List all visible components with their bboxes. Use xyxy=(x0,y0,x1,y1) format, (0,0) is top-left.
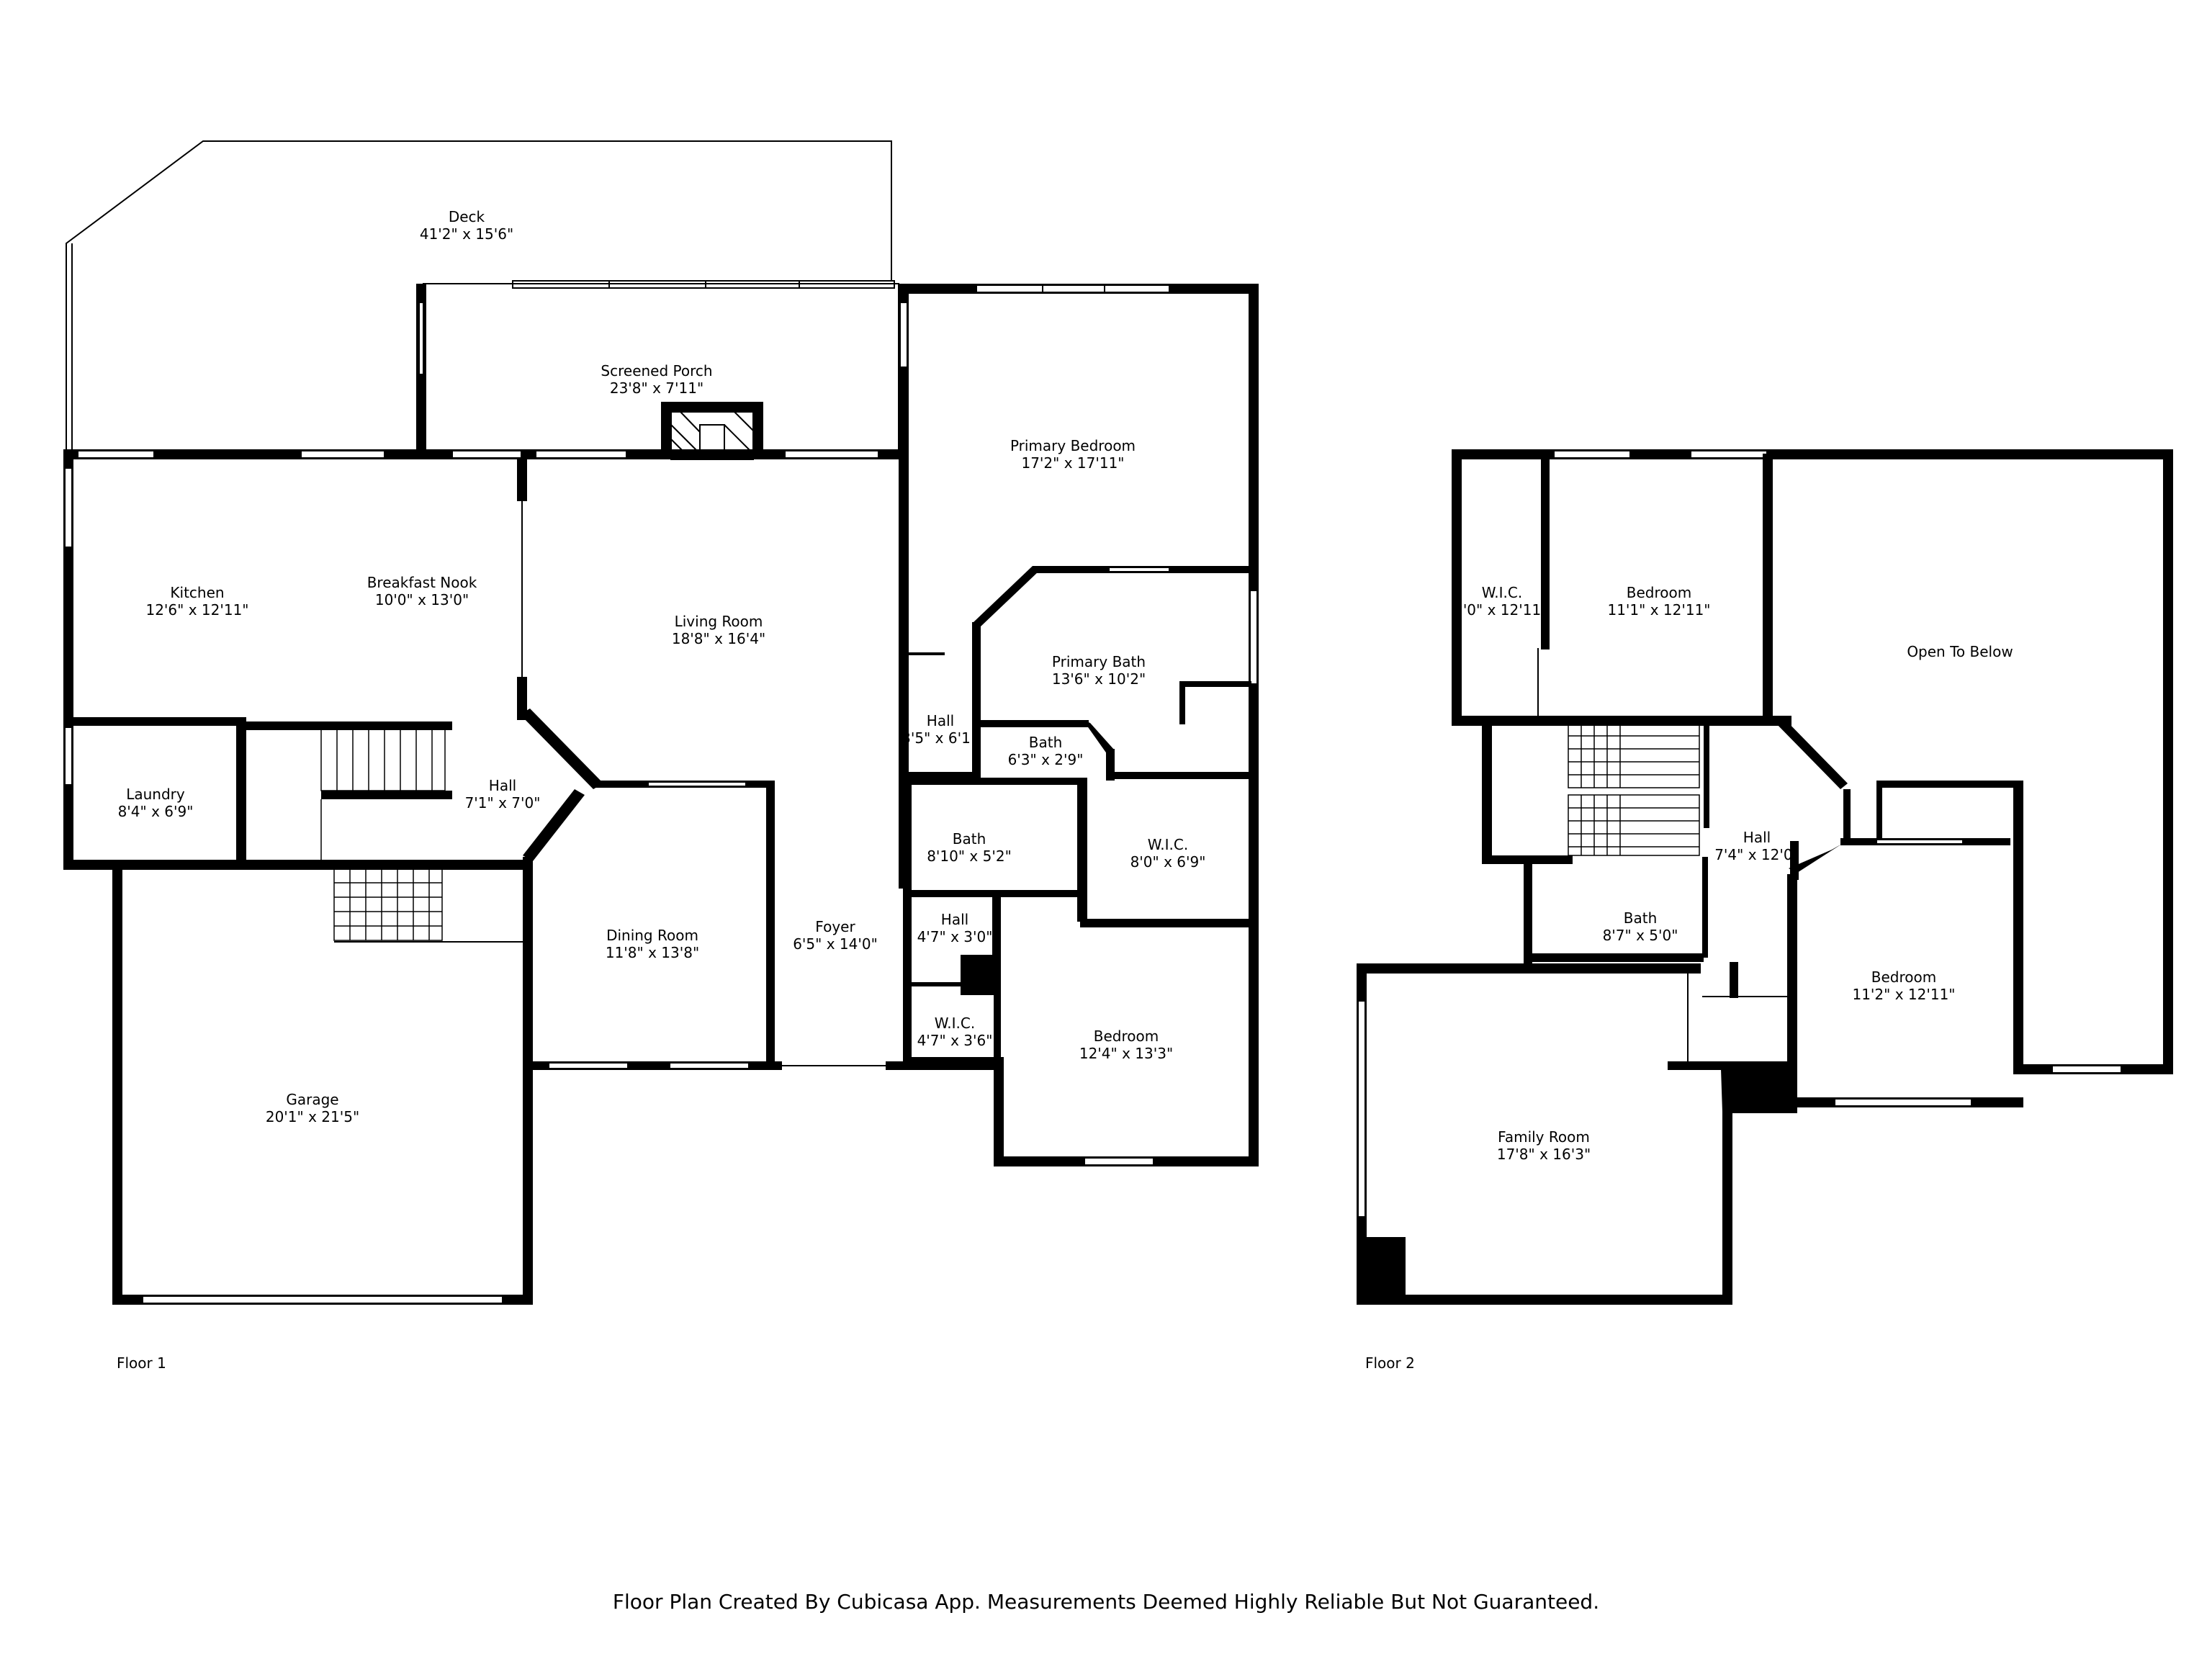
wic-f2-dims: '0" x 12'11 xyxy=(1463,601,1541,619)
breakfast-nook-name: Breakfast Nook xyxy=(367,574,477,591)
bath-small-dims: 6'3" x 2'9" xyxy=(1008,751,1084,768)
dining-room-dims: 11'8" x 13'8" xyxy=(606,944,699,961)
garage-name: Garage xyxy=(286,1091,338,1108)
floor-2-labels: W.I.C. '0" x 12'11 Bedroom 11'1" x 12'11… xyxy=(1365,584,2013,1372)
disclaimer-text: Floor Plan Created By Cubicasa App. Meas… xyxy=(613,1590,1599,1614)
breakfast-nook-dims: 10'0" x 13'0" xyxy=(375,591,469,608)
wic-main-dims: 8'0" x 6'9" xyxy=(1130,853,1206,871)
open-to-below-name: Open To Below xyxy=(1907,643,2013,660)
bath-main-name: Bath xyxy=(953,830,986,848)
screened-porch-name: Screened Porch xyxy=(601,362,712,379)
dining-room-name: Dining Room xyxy=(606,927,698,944)
floor-1-labels: Deck 41'2" x 15'6" Screened Porch 23'8" … xyxy=(117,208,1205,1372)
hall-f2-dims: 7'4" x 12'0" xyxy=(1714,846,1799,863)
floor-2-label: Floor 2 xyxy=(1365,1354,1415,1372)
hall-c-dims: 4'7" x 3'0" xyxy=(917,928,993,945)
wic-small-name: W.I.C. xyxy=(935,1015,975,1032)
deck-outline xyxy=(66,140,892,454)
family-room-name: Family Room xyxy=(1498,1128,1590,1146)
laundry-dims: 8'4" x 6'9" xyxy=(118,803,194,820)
foyer-dims: 6'5" x 14'0" xyxy=(793,935,878,953)
floor-1-plan: Deck 41'2" x 15'6" Screened Porch 23'8" … xyxy=(63,140,1259,1372)
wic-f2-name: W.I.C. xyxy=(1482,584,1522,601)
hall-a-dims: 3'5" x 6'1 xyxy=(902,729,971,747)
bedroom-b-dims: 11'2" x 12'11" xyxy=(1852,986,1955,1003)
bedroom-dims: 12'4" x 13'3" xyxy=(1079,1045,1173,1062)
bath-main-dims: 8'10" x 5'2" xyxy=(927,848,1012,865)
hall-b-name: Hall xyxy=(489,777,516,794)
deck-name: Deck xyxy=(449,208,485,225)
floor-1-stairs-garage xyxy=(333,868,443,941)
wic-main-name: W.I.C. xyxy=(1148,836,1188,853)
family-room-dims: 17'8" x 16'3" xyxy=(1497,1146,1591,1163)
floor-2-walls xyxy=(1357,449,2173,1305)
floor-1-stairs-upper xyxy=(320,724,446,860)
floor-1-label: Floor 1 xyxy=(117,1354,166,1372)
laundry-name: Laundry xyxy=(126,786,185,803)
hall-a-name: Hall xyxy=(927,712,954,729)
deck-dims: 41'2" x 15'6" xyxy=(420,225,513,243)
bedroom-name: Bedroom xyxy=(1094,1028,1159,1045)
wic-small-dims: 4'7" x 3'6" xyxy=(917,1032,993,1049)
hall-f2-name: Hall xyxy=(1743,829,1771,846)
floor-2-plan: W.I.C. '0" x 12'11 Bedroom 11'1" x 12'11… xyxy=(1357,449,2173,1372)
living-room-name: Living Room xyxy=(675,613,763,630)
bath-f2-dims: 8'7" x 5'0" xyxy=(1603,927,1678,944)
floor-1-walls xyxy=(63,284,1259,1305)
screened-porch-dims: 23'8" x 7'11" xyxy=(610,379,703,397)
bath-small-name: Bath xyxy=(1029,734,1063,751)
hall-b-dims: 7'1" x 7'0" xyxy=(465,794,541,811)
garage-dims: 20'1" x 21'5" xyxy=(266,1108,359,1125)
bath-f2-name: Bath xyxy=(1624,909,1658,927)
living-room-dims: 18'8" x 16'4" xyxy=(672,630,765,647)
kitchen-name: Kitchen xyxy=(170,584,224,601)
primary-bath-name: Primary Bath xyxy=(1052,653,1146,670)
bedroom-b-name: Bedroom xyxy=(1871,968,1936,986)
primary-bath-dims: 13'6" x 10'2" xyxy=(1052,670,1146,688)
primary-bedroom-name: Primary Bedroom xyxy=(1010,437,1136,454)
bedroom-a-name: Bedroom xyxy=(1627,584,1691,601)
primary-bedroom-dims: 17'2" x 17'11" xyxy=(1021,454,1124,472)
floor-2-stairs xyxy=(1568,722,1700,856)
foyer-name: Foyer xyxy=(815,918,855,935)
hall-c-name: Hall xyxy=(941,911,968,928)
kitchen-dims: 12'6" x 12'11" xyxy=(145,601,248,619)
bedroom-a-dims: 11'1" x 12'11" xyxy=(1607,601,1710,619)
